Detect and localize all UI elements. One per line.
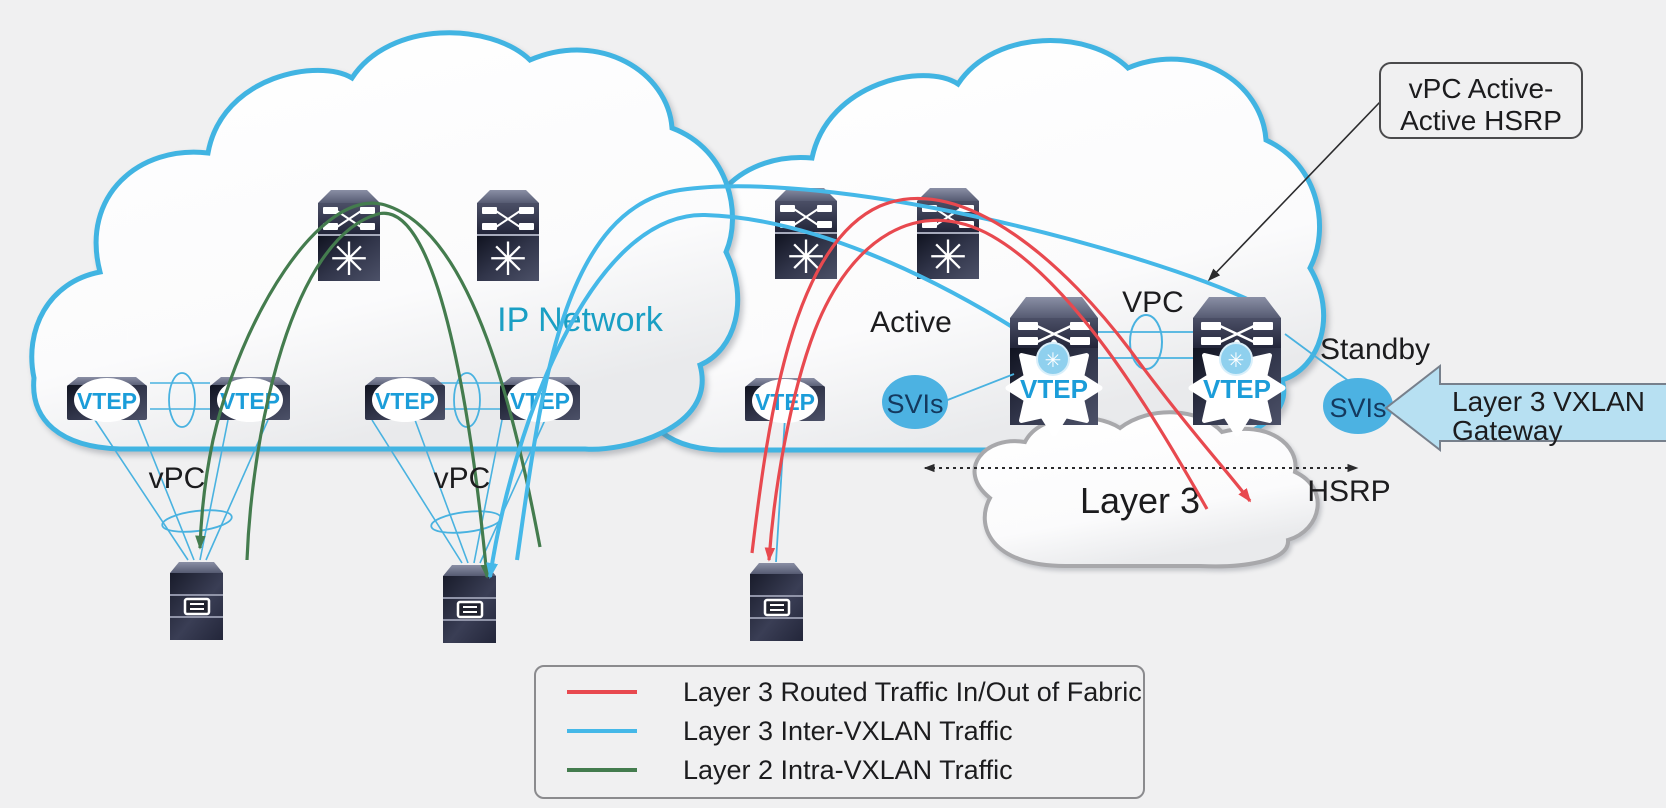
layer3-cloud bbox=[972, 410, 1320, 569]
traffic-l3-routed-in bbox=[764, 218, 1209, 562]
leaf-vtep-3 bbox=[365, 377, 445, 422]
vpc-peerlink-1 bbox=[150, 372, 210, 428]
svis-left-bubble bbox=[882, 375, 948, 429]
leaf-vtep-5 bbox=[745, 378, 825, 423]
gateway-vtep-standby bbox=[1191, 297, 1283, 434]
hsrp-label: HSRP bbox=[1307, 475, 1390, 508]
gateway-arrow-line1: Layer 3 VXLAN bbox=[1452, 386, 1645, 417]
legend: Layer 3 Routed Traffic In/Out of Fabric … bbox=[534, 665, 1145, 799]
svis-right-label: SVIs bbox=[1329, 393, 1386, 423]
standby-label: Standby bbox=[1320, 333, 1430, 366]
server-3 bbox=[748, 561, 805, 643]
legend-box bbox=[534, 665, 1145, 799]
active-label: Active bbox=[870, 306, 952, 339]
svis-left-label: SVIs bbox=[886, 389, 943, 419]
server-1 bbox=[168, 560, 225, 642]
traffic-l2-intra-vxlan-to-server1 bbox=[195, 201, 542, 550]
svis-left-connector bbox=[944, 373, 1015, 402]
vpc-pair-label: VPC bbox=[1122, 286, 1184, 319]
spine-switch-3 bbox=[774, 187, 838, 285]
spine-switch-2 bbox=[476, 189, 540, 287]
gateway-vtep-active bbox=[1008, 297, 1100, 434]
layer3-gateway-arrow bbox=[1384, 363, 1666, 453]
vpc-left1-label: vPC bbox=[149, 462, 206, 495]
leaf-vtep-2 bbox=[210, 377, 290, 422]
traffic-l3-routed-out bbox=[750, 196, 1252, 554]
gateway-arrow-line2: Gateway bbox=[1452, 415, 1563, 446]
legend-label-red: Layer 3 Routed Traffic In/Out of Fabric bbox=[683, 677, 1142, 707]
layer3-label: Layer 3 bbox=[1080, 480, 1200, 521]
svis-right-bubble bbox=[1323, 378, 1393, 434]
legend-label-green: Layer 2 Intra-VXLAN Traffic bbox=[683, 755, 1013, 785]
callout-line2: Active HSRP bbox=[1400, 105, 1562, 136]
traffic-l2-intra-vxlan-to-server2 bbox=[245, 211, 492, 579]
callout-pointer-line bbox=[1207, 101, 1381, 282]
leaf-vtep-1 bbox=[67, 377, 147, 422]
traffic-l3-inter-vxlan-to-server2 bbox=[486, 212, 1024, 579]
callout-box bbox=[1379, 62, 1583, 139]
legend-label-blue: Layer 3 Inter-VXLAN Traffic bbox=[683, 716, 1013, 746]
vpc-left2-label: vPC bbox=[434, 462, 491, 495]
callout-line1: vPC Active- bbox=[1409, 73, 1554, 104]
traffic-l3-inter-vxlan-to-gateway bbox=[515, 184, 1257, 561]
svis-right-connector bbox=[1284, 333, 1351, 383]
